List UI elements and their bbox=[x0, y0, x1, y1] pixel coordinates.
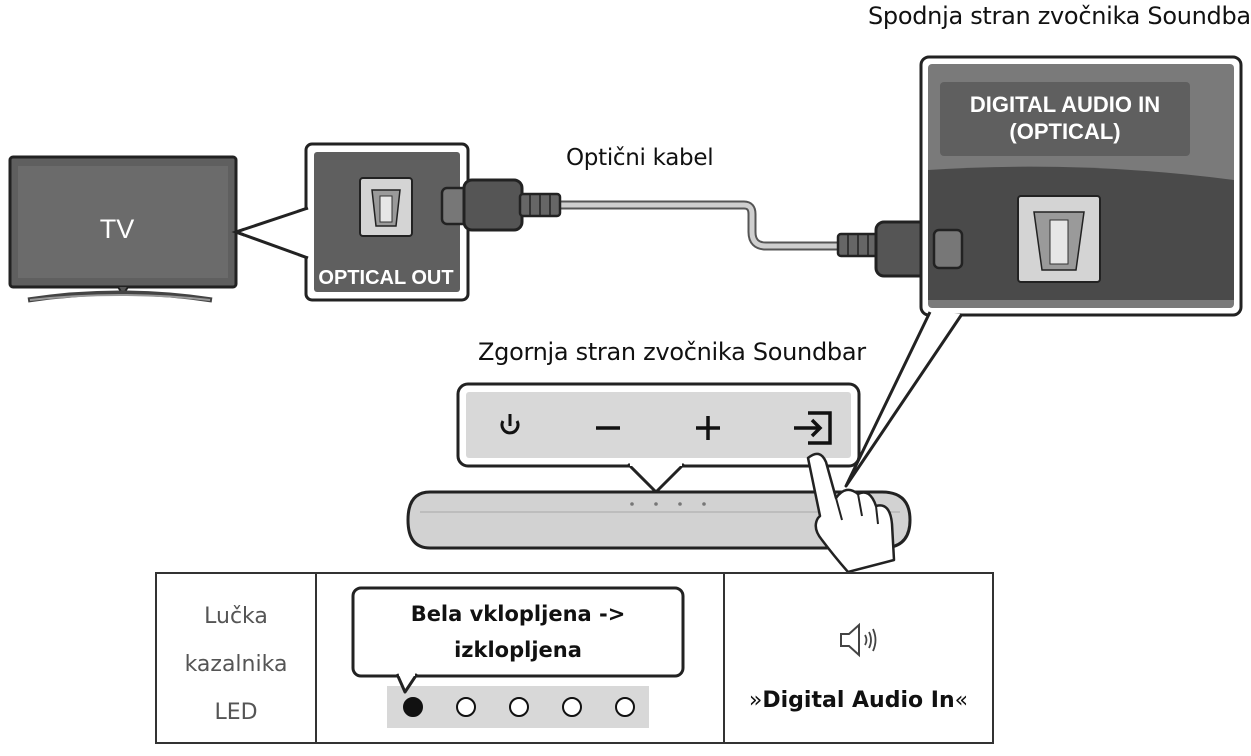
soundbar-top-label: Zgornja stran zvočnika Soundbar bbox=[478, 338, 866, 366]
mode-name: Digital Audio In bbox=[762, 688, 955, 713]
optical-cable-label: Optični kabel bbox=[566, 145, 714, 171]
connection-diagram: TV OPTICAL OUT DIGITAL AUDIO IN (OPTICAL bbox=[8, 55, 1243, 572]
mode-prefix: » bbox=[748, 688, 763, 713]
led-callout: Bela vklopljena -> izklopljena bbox=[353, 596, 683, 668]
volume-up-icon[interactable] bbox=[696, 416, 720, 440]
digital-audio-in-label: DIGITAL AUDIO IN bbox=[970, 92, 1160, 117]
led-off bbox=[562, 697, 582, 717]
led-on bbox=[403, 697, 423, 717]
led-off bbox=[509, 697, 529, 717]
led-label-line3: LED bbox=[214, 700, 258, 725]
optical-sub-label: (OPTICAL) bbox=[1009, 119, 1120, 144]
mode-suffix: « bbox=[954, 688, 969, 713]
source-icon[interactable] bbox=[794, 411, 832, 445]
optical-out-label: OPTICAL OUT bbox=[318, 267, 453, 289]
tv-label: TV bbox=[100, 214, 135, 244]
mode-cell: »Digital Audio In« bbox=[725, 574, 992, 742]
hand-icon bbox=[806, 452, 896, 572]
led-label-line1: Lučka bbox=[204, 604, 268, 629]
tv-icon: TV bbox=[8, 155, 238, 303]
power-icon[interactable] bbox=[500, 414, 520, 435]
optical-cable bbox=[440, 178, 964, 278]
led-label-cell: Lučka kazalnika LED bbox=[157, 574, 317, 742]
led-off bbox=[456, 697, 476, 717]
led-callout-graphic bbox=[351, 586, 685, 728]
led-indicator-table: Lučka kazalnika LED Bela vklopljena -> i… bbox=[155, 572, 994, 744]
optical-port-icon bbox=[359, 177, 413, 237]
led-callout-line1: Bela vklopljena -> bbox=[410, 602, 626, 626]
soundbar-bottom-label: Spodnja stran zvočnika Soundbar bbox=[868, 2, 1251, 30]
mode-label: »Digital Audio In« bbox=[725, 688, 992, 713]
optical-port-icon bbox=[1017, 195, 1101, 283]
led-callout-line2: izklopljena bbox=[454, 638, 582, 662]
led-state-cell: Bela vklopljena -> izklopljena bbox=[317, 574, 725, 742]
led-dots bbox=[403, 697, 635, 717]
led-label-line2: kazalnika bbox=[184, 652, 288, 677]
speaker-icon bbox=[840, 622, 877, 658]
led-off bbox=[615, 697, 635, 717]
